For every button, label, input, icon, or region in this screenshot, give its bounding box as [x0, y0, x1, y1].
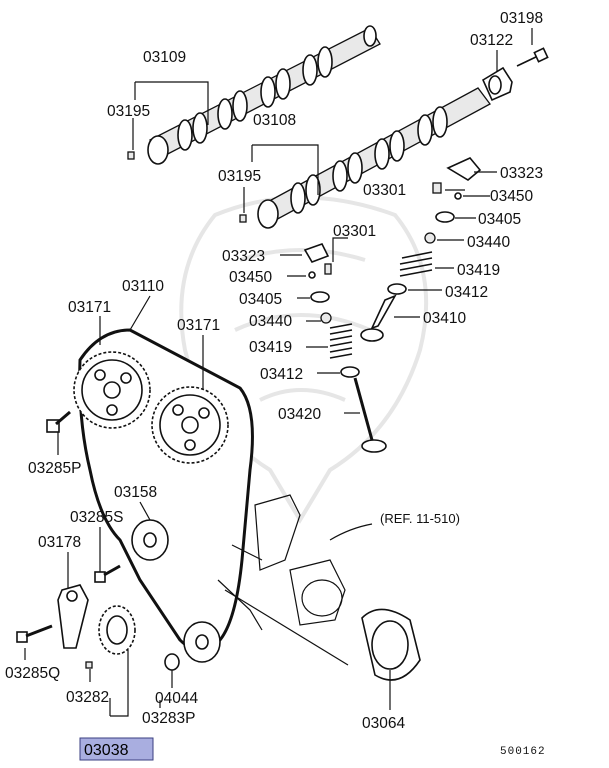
ref-leader	[329, 523, 373, 541]
label-03440a[interactable]: 03440	[467, 234, 510, 251]
label-04044[interactable]: 04044	[155, 690, 198, 707]
label-03323a[interactable]: 03323	[500, 165, 543, 182]
pin-03195b[interactable]	[239, 214, 247, 223]
sprocket-03171b[interactable]	[151, 386, 229, 464]
label-03419b[interactable]: 03419	[249, 339, 292, 356]
label-03440b[interactable]: 03440	[249, 313, 292, 330]
label-03419a[interactable]: 03419	[457, 262, 500, 279]
label-03285p[interactable]: 03285P	[28, 460, 81, 477]
label-03110[interactable]: 03110	[122, 278, 164, 295]
pulley-03158[interactable]	[131, 519, 169, 561]
valve-03410[interactable]	[360, 294, 397, 342]
label-03195a[interactable]: 03195	[107, 103, 150, 120]
seat-03412a[interactable]	[387, 283, 407, 295]
label-03285q[interactable]: 03285Q	[5, 665, 60, 682]
retainer-03405b[interactable]	[310, 291, 330, 303]
bolt-04044[interactable]	[164, 653, 180, 671]
valve-03420[interactable]	[353, 377, 387, 453]
label-03198[interactable]: 03198	[500, 10, 543, 27]
seal-03440b[interactable]	[320, 312, 332, 324]
spring-03419b[interactable]	[329, 323, 353, 359]
label-03301a[interactable]: 03301	[363, 182, 406, 199]
label-03064[interactable]: 03064	[362, 715, 405, 732]
label-03405a[interactable]: 03405	[478, 211, 521, 228]
label-03283p[interactable]: 03283P	[142, 710, 195, 727]
label-03178[interactable]: 03178	[38, 534, 81, 551]
ref-note[interactable]: (REF. 11-510)	[380, 511, 460, 526]
label-03420[interactable]: 03420	[278, 406, 321, 423]
nut-03450a[interactable]	[454, 192, 462, 200]
rocker-03323b[interactable]	[303, 243, 330, 263]
seat-03412b[interactable]	[340, 366, 360, 378]
watermark-emblem	[179, 195, 429, 524]
tensioner-03178[interactable]	[57, 584, 89, 649]
key-03282[interactable]	[85, 661, 93, 669]
leader-lines	[24, 28, 533, 717]
highlight-box	[79, 737, 154, 761]
label-03038[interactable]: 03038	[84, 742, 129, 759]
diagram-code: 500162	[500, 746, 546, 758]
label-03122[interactable]: 03122	[470, 32, 513, 49]
label-03405b[interactable]: 03405	[239, 291, 282, 308]
label-03171a[interactable]: 03171	[68, 299, 111, 316]
label-03109[interactable]: 03109	[143, 49, 186, 66]
retainer-03405a[interactable]	[435, 211, 455, 223]
label-03282[interactable]: 03282	[66, 689, 109, 706]
seal-03064[interactable]	[361, 608, 421, 681]
label-03450b[interactable]: 03450	[229, 269, 272, 286]
bolt-03285p[interactable]	[46, 410, 71, 433]
bolt-03198[interactable]	[516, 47, 549, 67]
rocker-03323a[interactable]	[446, 157, 482, 181]
pin-03195a[interactable]	[127, 151, 135, 160]
camshaft-03108[interactable]	[257, 87, 491, 229]
part-labels: 03198 03122 03109 03195 03108 03323 0319…	[5, 10, 546, 758]
label-03323b[interactable]: 03323	[222, 248, 265, 265]
crank-sprocket[interactable]	[98, 605, 136, 655]
label-03450a[interactable]: 03450	[490, 188, 533, 205]
label-03410[interactable]: 03410	[423, 310, 466, 327]
label-03412a[interactable]: 03412	[445, 284, 488, 301]
seal-03440a[interactable]	[424, 232, 436, 244]
adjuster-03301b[interactable]	[324, 263, 332, 275]
adjuster-03301a[interactable]	[432, 182, 442, 194]
camshaft-03109[interactable]	[147, 25, 381, 165]
bolt-03285q[interactable]	[16, 624, 53, 643]
label-03108[interactable]: 03108	[253, 112, 296, 129]
highlighted-part-03038[interactable]: 03038	[79, 737, 154, 761]
label-03158[interactable]: 03158	[114, 484, 157, 501]
bracket-03122[interactable]	[481, 66, 513, 102]
engine-block-outline	[217, 494, 346, 631]
label-03171b[interactable]: 03171	[177, 317, 220, 334]
label-03412b[interactable]: 03412	[260, 366, 303, 383]
idler-pulley[interactable]	[183, 621, 221, 663]
label-03301b[interactable]: 03301	[333, 223, 376, 240]
nut-03450b[interactable]	[308, 271, 316, 279]
spring-03419a[interactable]	[399, 251, 433, 277]
label-03285s[interactable]: 03285S	[70, 509, 123, 526]
sprocket-03171a[interactable]	[73, 351, 151, 429]
label-03195b[interactable]: 03195	[218, 168, 261, 185]
bolt-03285s[interactable]	[94, 564, 121, 583]
